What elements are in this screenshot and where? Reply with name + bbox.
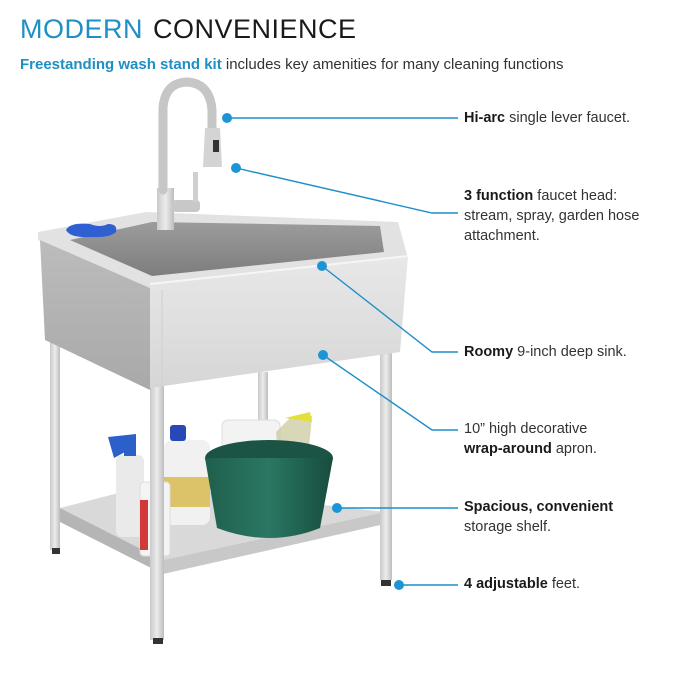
- title-main: CONVENIENCE: [153, 14, 357, 44]
- callout-bold: Spacious, convenient: [464, 499, 614, 515]
- callout-text: 10” high decorative: [464, 421, 588, 437]
- callout-line3: attachment.: [464, 228, 540, 244]
- faucet: [157, 77, 222, 230]
- page-title: MODERN CONVENIENCE: [20, 14, 357, 45]
- subtitle: Freestanding wash stand kit includes key…: [20, 56, 564, 73]
- sink-apron: [150, 256, 408, 388]
- sink-side: [40, 240, 150, 390]
- callout-apron: 10” high decorative wrap-around apron.: [464, 419, 597, 459]
- sponge: [66, 223, 117, 238]
- callout-bold: Roomy: [464, 344, 514, 360]
- callout-dot-apron: [318, 350, 328, 360]
- callout-bold: 3 function: [464, 188, 534, 204]
- callout-line2: apron.: [551, 441, 597, 457]
- callout-shelf: Spacious, convenient storage shelf.: [464, 497, 613, 537]
- title-accent: MODERN: [20, 14, 143, 44]
- callout-dot-feet: [394, 580, 404, 590]
- callout-sink: Roomy 9-inch deep sink.: [464, 342, 627, 362]
- callout-dot-faucet-head: [231, 163, 241, 173]
- callout-feet: 4 adjustable feet.: [464, 574, 580, 594]
- callout-lines: [227, 117, 458, 586]
- callout-text: faucet head:: [533, 188, 618, 204]
- callout-text: single lever faucet.: [505, 110, 631, 126]
- sink-basin: [70, 222, 384, 276]
- callout-line2: storage shelf.: [464, 519, 552, 535]
- callout-faucet: Hi-arc single lever faucet.: [464, 108, 630, 128]
- callout-bold: wrap-around: [464, 441, 552, 457]
- spray-bottle: [108, 434, 144, 537]
- back-leg-left: [50, 340, 60, 550]
- callout-dot-faucet: [222, 113, 232, 123]
- subtitle-rest: includes key amenities for many cleaning…: [221, 56, 564, 73]
- front-leg-left: [150, 370, 164, 640]
- callout-text: 9-inch deep sink.: [513, 344, 627, 360]
- callout-line2: stream, spray, garden hose: [464, 208, 640, 224]
- callout-dot-sink: [317, 261, 327, 271]
- callout-bold: 4 adjustable: [464, 576, 548, 592]
- bucket: [205, 412, 333, 538]
- callout-faucet-head: 3 function faucet head: stream, spray, g…: [464, 186, 639, 246]
- bleach-jug: [164, 425, 210, 525]
- callout-bold: Hi-arc: [464, 110, 506, 126]
- callout-text: feet.: [547, 576, 581, 592]
- callout-dot-shelf: [332, 503, 342, 513]
- subtitle-accent: Freestanding wash stand kit: [20, 56, 222, 73]
